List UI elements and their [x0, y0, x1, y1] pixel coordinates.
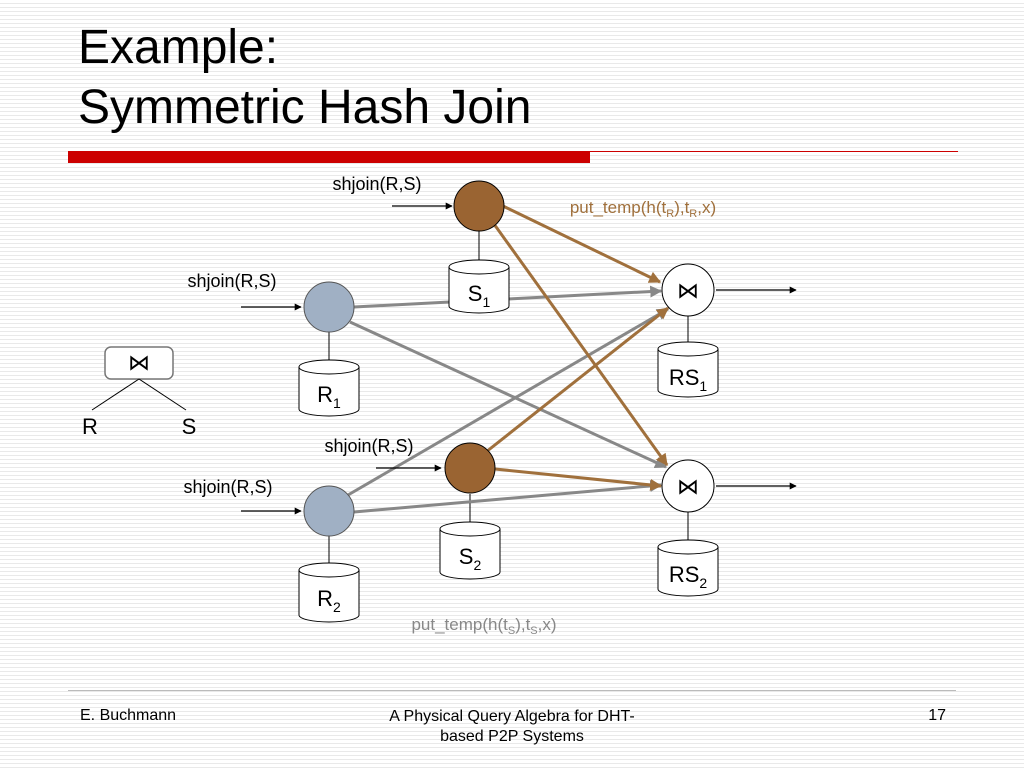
edge-r2-to-join1: [347, 307, 670, 497]
plan-left-relation: R: [82, 414, 98, 439]
footer-divider: [68, 690, 956, 691]
plan-join-symbol: ⋈: [128, 350, 150, 375]
title-line-1: Example:: [78, 21, 279, 74]
r1-database: R1: [298, 359, 360, 417]
title-accent-line: [590, 151, 958, 152]
r2-peer-node: [303, 485, 355, 537]
call-label-r1: shjoin(R,S): [187, 271, 276, 291]
r2-label: R2: [317, 586, 341, 615]
put-temp-s-label: put_temp(h(tS),tS,x): [411, 615, 556, 637]
s1-peer-node: [453, 180, 505, 232]
join-peer-2-symbol: ⋈: [677, 474, 699, 499]
s2-database: S2: [439, 521, 501, 580]
join-peer-1: ⋈: [661, 263, 715, 317]
edge-r2-to-join2: [353, 479, 663, 514]
title-line-2: Symmetric Hash Join: [78, 81, 532, 134]
edge-s1-to-join1: [502, 204, 662, 284]
r1-label: R1: [317, 382, 341, 411]
rs1-label: RS1: [669, 365, 708, 394]
call-label-s1: shjoin(R,S): [332, 174, 421, 194]
rs1-database: RS1: [657, 341, 719, 398]
edge-s2-to-join1: [485, 306, 669, 454]
plan-edge-right: [138, 378, 187, 411]
join-peer-2: ⋈: [661, 459, 715, 513]
r2-database: R2: [298, 562, 360, 623]
edge-s1-to-join2: [492, 223, 669, 466]
join-peer-1-symbol: ⋈: [677, 278, 699, 303]
put-temp-r-label: put_temp(h(tR),tR,x): [570, 198, 716, 220]
s1-label: S1: [468, 281, 491, 310]
join-peer-2-circle: [661, 459, 715, 513]
footer-author: E. Buchmann: [80, 707, 177, 724]
rs2-database: RS2: [657, 539, 719, 597]
call-label-s2: shjoin(R,S): [324, 436, 413, 456]
s2-label: S2: [459, 544, 482, 573]
call-label-r2: shjoin(R,S): [183, 477, 272, 497]
edge-s2-to-join2: [494, 467, 663, 491]
s1-database: S1: [448, 259, 510, 314]
footer-title-line-2: based P2P Systems: [440, 728, 584, 745]
join-plan-tree: ⋈ R S: [82, 346, 197, 439]
rs2-label: RS2: [669, 562, 708, 591]
join-peer-1-circle: [661, 263, 715, 317]
slide-title: Example: Symmetric Hash Join: [78, 18, 531, 138]
plan-edge-left: [91, 378, 140, 411]
footer-page-number: 17: [928, 707, 946, 724]
title-accent-bar: [68, 151, 590, 163]
r1-peer-node: [303, 281, 355, 333]
edge-r1-to-join2: [349, 320, 668, 469]
footer-title-line-1: A Physical Query Algebra for DHT-: [389, 708, 635, 725]
s2-peer-node: [444, 442, 496, 494]
footer-title: A Physical Query Algebra for DHT- based …: [352, 707, 672, 747]
plan-right-relation: S: [182, 414, 197, 439]
